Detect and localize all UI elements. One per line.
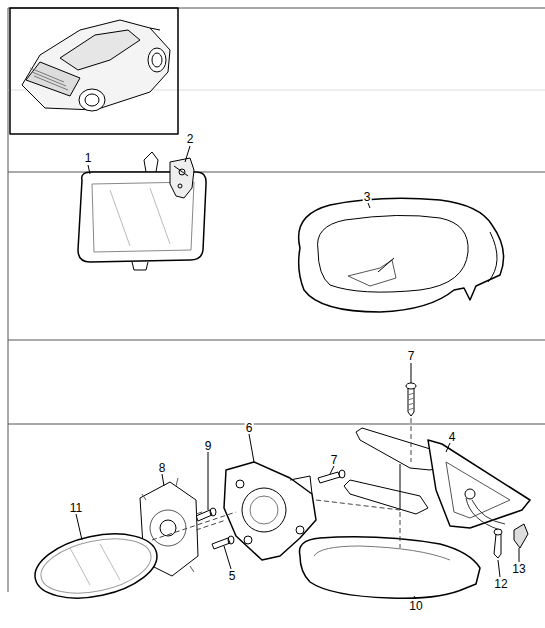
callout-number: 8 [158, 462, 167, 474]
car-thumbnail [10, 8, 178, 134]
callout-number: 9 [204, 440, 213, 452]
panel-frame [8, 8, 545, 592]
mirror-mount [170, 158, 194, 198]
callout-number: 2 [186, 133, 195, 145]
callout-number: 4 [448, 431, 457, 443]
callout-number: 11 [69, 502, 83, 514]
callout-number: 7 [330, 454, 339, 466]
callout-number: 6 [245, 422, 254, 434]
callout-number: 10 [408, 600, 423, 612]
mirror-cover [299, 537, 480, 598]
screw [406, 383, 416, 416]
callout-number: 13 [511, 563, 526, 575]
callout-number: 5 [228, 570, 237, 582]
callout-number: 12 [493, 578, 508, 590]
callout-number: 1 [84, 152, 93, 164]
screw [196, 508, 216, 521]
callout-number: 3 [363, 191, 372, 203]
mirror-housing [299, 198, 504, 312]
mirror-arm [344, 428, 530, 530]
screw [212, 536, 234, 549]
clip [514, 524, 528, 548]
screw [494, 529, 502, 558]
mirror-glass [29, 524, 163, 608]
leader-line [76, 146, 519, 599]
callout-number: 7 [407, 350, 416, 362]
rearview-mirror [78, 152, 206, 270]
assembly-line [152, 418, 411, 548]
